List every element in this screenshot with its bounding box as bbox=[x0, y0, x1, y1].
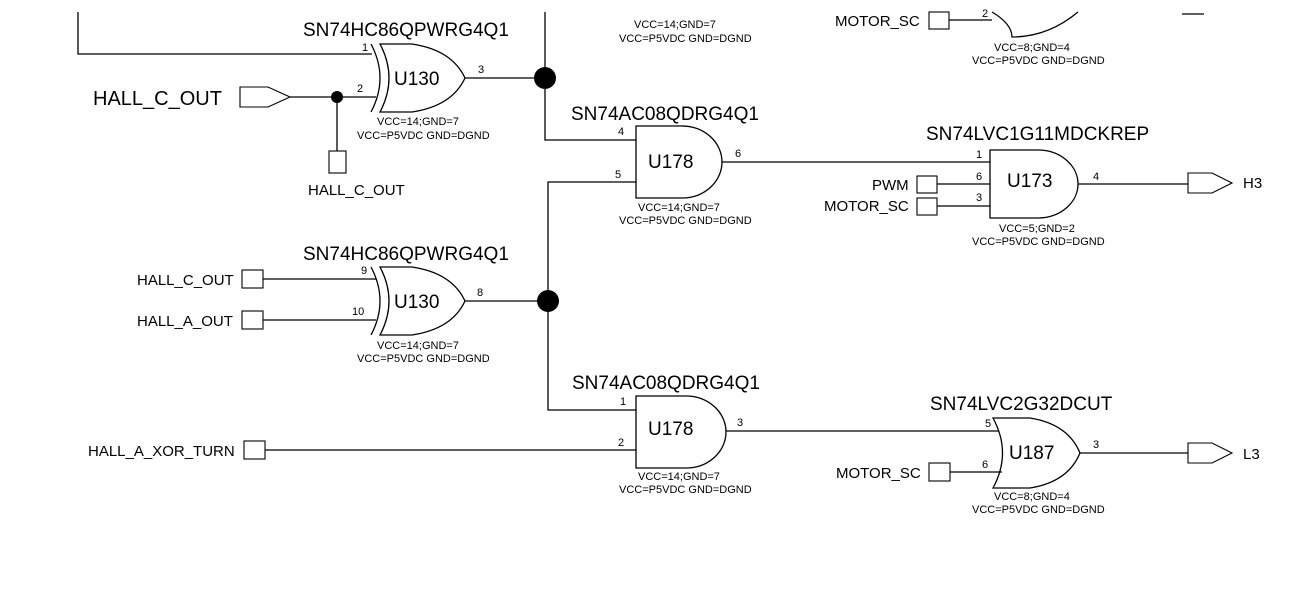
xor1-to-and1-wire bbox=[544, 78, 636, 141]
and-gate-u178-bottom: SN74AC08QDRG4Q1 U178 1 2 3 VCC=14;GND=7 … bbox=[88, 373, 1004, 496]
xor1-ref: U130 bbox=[394, 69, 439, 90]
xor1-power-label: VCC=14;GND=7 bbox=[377, 116, 459, 128]
xor2-hall-c-out-port bbox=[241, 269, 264, 289]
top-or-pin-2: 2 bbox=[982, 8, 988, 20]
top-motor-sc-label: MOTOR_SC bbox=[835, 13, 920, 30]
and1-pin-a: 4 bbox=[618, 126, 624, 138]
and1-part-number: SN74AC08QDRG4Q1 bbox=[571, 104, 759, 125]
and3-gate-u173: SN74LVC1G11MDCKREP U173 1 6 3 4 VCC=5;GN… bbox=[824, 124, 1262, 248]
l3-net-label: L3 bbox=[1243, 446, 1260, 463]
u187-power-net-label: VCC=P5VDC GND=DGND bbox=[972, 504, 1105, 516]
xor1-input-arc bbox=[370, 43, 381, 113]
xor2-to-and2-wire bbox=[547, 301, 636, 411]
and2-ref: U178 bbox=[648, 419, 693, 440]
u187-ref: U187 bbox=[1009, 443, 1054, 464]
xor1-body bbox=[378, 43, 466, 113]
pwm-port bbox=[916, 175, 938, 194]
u173-motor-sc-port bbox=[916, 197, 938, 216]
xor2-pin-b: 10 bbox=[352, 306, 364, 318]
xor1-power-net-label: VCC=P5VDC GND=DGND bbox=[357, 130, 490, 142]
and2-power-net-label: VCC=P5VDC GND=DGND bbox=[619, 484, 752, 496]
xor-gate-u130-bottom: SN74HC86QPWRG4Q1 U130 9 10 8 VCC=14;GND=… bbox=[137, 244, 636, 411]
xor2-input-arc bbox=[370, 266, 381, 336]
u173-pin-3: 3 bbox=[976, 192, 982, 204]
xor1-part-number: SN74HC86QPWRG4Q1 bbox=[303, 20, 509, 41]
u187-pin-y: 3 bbox=[1093, 439, 1099, 451]
hall-c-out-offpage-label: HALL_C_OUT bbox=[93, 88, 222, 110]
hall-c-out-tap-label: HALL_C_OUT bbox=[308, 182, 405, 199]
u187-motor-sc-label: MOTOR_SC bbox=[836, 465, 921, 482]
top-gate-power-net-label: VCC=P5VDC GND=DGND bbox=[619, 33, 752, 45]
and2-part-number: SN74AC08QDRG4Q1 bbox=[572, 373, 760, 394]
and-gate-u178-top: SN74AC08QDRG4Q1 U178 4 5 6 VCC=14;GND=7 … bbox=[547, 104, 990, 301]
xor-gate-u130-top: SN74HC86QPWRG4Q1 U130 1 2 3 VCC=14;GND=7… bbox=[93, 20, 636, 199]
u173-body bbox=[989, 149, 1079, 219]
u187-body bbox=[991, 417, 1081, 489]
u173-motor-sc-label: MOTOR_SC bbox=[824, 198, 909, 215]
and2-power-label: VCC=14;GND=7 bbox=[638, 471, 720, 483]
top-or-power-label: VCC=8;GND=4 bbox=[994, 42, 1070, 54]
hall-a-xor-turn-port bbox=[243, 440, 266, 460]
top-gate-power-label: VCC=14;GND=7 bbox=[634, 19, 716, 31]
u173-power-net-label: VCC=P5VDC GND=DGND bbox=[972, 236, 1105, 248]
xor2-power-label: VCC=14;GND=7 bbox=[377, 340, 459, 352]
h3-net-label: H3 bbox=[1243, 175, 1262, 192]
and2-pin-y: 3 bbox=[737, 417, 743, 429]
u173-power-label: VCC=5;GND=2 bbox=[999, 223, 1075, 235]
and1-power-net-label: VCC=P5VDC GND=DGND bbox=[619, 215, 752, 227]
xor2-pin-y: 8 bbox=[477, 287, 483, 299]
u173-pin-1: 1 bbox=[976, 149, 982, 161]
and1-ref: U178 bbox=[648, 152, 693, 173]
and2-body bbox=[635, 395, 727, 469]
and1-pin-b: 5 bbox=[615, 169, 621, 181]
xor2-power-net-label: VCC=P5VDC GND=DGND bbox=[357, 353, 490, 365]
xor2-body bbox=[378, 266, 466, 336]
u173-pin-6: 6 bbox=[976, 171, 982, 183]
and1-pin-y: 6 bbox=[735, 148, 741, 160]
hall-a-out-port bbox=[241, 310, 264, 330]
and1-body bbox=[635, 125, 723, 199]
top-or-gate-partial bbox=[991, 11, 1079, 38]
u173-ref: U173 bbox=[1007, 171, 1052, 192]
and2-pin-a: 1 bbox=[620, 396, 626, 408]
top-or-power-net-label: VCC=P5VDC GND=DGND bbox=[972, 55, 1105, 67]
xor1-pin-y: 3 bbox=[478, 64, 484, 76]
xor2-pin-a: 9 bbox=[361, 265, 367, 277]
or-gate-u187: SN74LVC2G32DCUT U187 5 6 3 VCC=8;GND=4 V… bbox=[836, 394, 1260, 516]
u187-pin-b: 6 bbox=[982, 459, 988, 471]
hall-c-out-tap-port bbox=[328, 150, 347, 174]
u173-pin-y: 4 bbox=[1093, 171, 1099, 183]
hall-c-out-offpage-connector bbox=[239, 86, 292, 108]
xor2-ref: U130 bbox=[394, 292, 439, 313]
u173-part-number: SN74LVC1G11MDCKREP bbox=[926, 124, 1149, 145]
and2-pin-b: 2 bbox=[618, 437, 624, 449]
pwm-net-label: PWM bbox=[872, 177, 909, 194]
hall-a-xor-turn-label: HALL_A_XOR_TURN bbox=[88, 443, 235, 460]
u187-motor-sc-port bbox=[928, 462, 951, 482]
top-left-bus-wire bbox=[77, 12, 372, 55]
u187-part-number: SN74LVC2G32DCUT bbox=[930, 394, 1113, 415]
xor2-part-number: SN74HC86QPWRG4Q1 bbox=[303, 244, 509, 265]
and1-power-label: VCC=14;GND=7 bbox=[638, 202, 720, 214]
h3-offpage-connector bbox=[1187, 172, 1234, 194]
xor2-hall-c-out-label: HALL_C_OUT bbox=[137, 272, 234, 289]
hall-a-out-label: HALL_A_OUT bbox=[137, 313, 233, 330]
u187-pin-a: 5 bbox=[985, 418, 991, 430]
xor1-pin-a: 1 bbox=[362, 42, 368, 54]
and1-input-b-wire bbox=[547, 181, 636, 301]
l3-offpage-connector bbox=[1187, 442, 1234, 464]
top-motor-sc-port bbox=[928, 11, 950, 30]
top-partial-area: VCC=14;GND=7 VCC=P5VDC GND=DGND MOTOR_SC… bbox=[77, 8, 1204, 78]
xor1-pin-b: 2 bbox=[357, 83, 363, 95]
u187-power-label: VCC=8;GND=4 bbox=[994, 491, 1070, 503]
